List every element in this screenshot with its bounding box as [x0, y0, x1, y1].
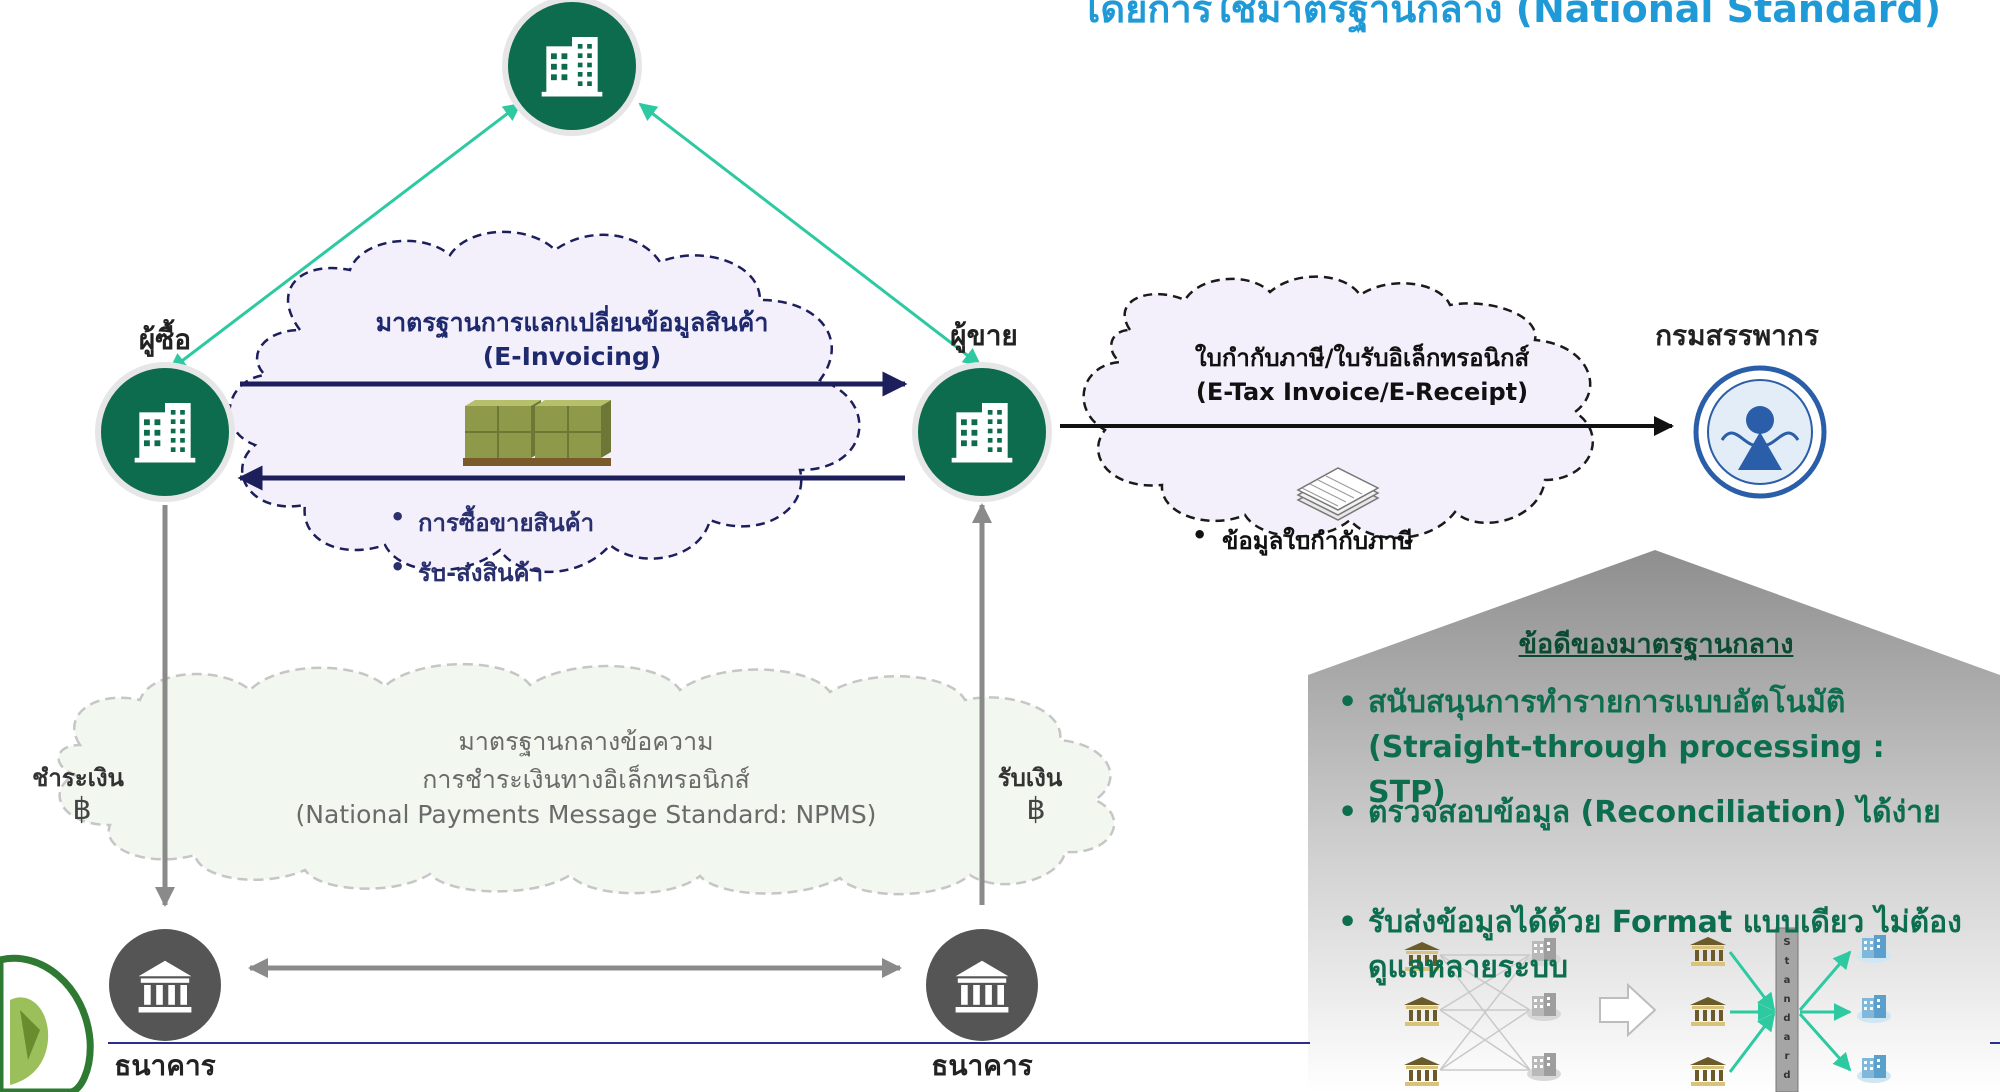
arrow-top-to-buyer: [168, 102, 522, 372]
top-company-node: [502, 0, 642, 136]
arrow-top-to-seller: [638, 102, 982, 367]
npms-line-3: (National Payments Message Standard: NPM…: [295, 800, 877, 829]
npms-line-2: การชำระเงินทางอิเล็กทรอนิกส์: [422, 765, 750, 794]
standard-letter: a: [1784, 975, 1791, 986]
revenue-department-label: กรมสรรพากร: [1655, 319, 1819, 352]
standard-letter: a: [1784, 1032, 1791, 1043]
etax-subtitle: (E-Tax Invoice/E-Receipt): [1195, 378, 1529, 406]
svg-text:Standard: Standard: [1783, 937, 1790, 1081]
bullet-dot: •: [1192, 521, 1208, 549]
bullet-dot: •: [390, 503, 406, 531]
etax-cloud: [1082, 275, 1595, 539]
advantage-item-1: • สนับสนุนการทำรายการแบบอัตโนมัติ (Strai…: [1338, 680, 1968, 815]
advantage-item-3-text: รับส่งข้อมูลได้ด้วย Format แบบเดียว ไม่ต…: [1368, 905, 1962, 985]
bank-left-node: [109, 929, 221, 1041]
standard-letter: d: [1783, 1013, 1790, 1024]
bank-right-node: [926, 929, 1038, 1041]
standard-letter: r: [1785, 1051, 1790, 1062]
standard-letter: t: [1785, 956, 1790, 967]
einvoicing-title: มาตรฐานการแลกเปลี่ยนข้อมูลสินค้า: [375, 308, 769, 337]
einvoicing-bullet-2: • รับ-ส่งสินค้า: [390, 553, 544, 592]
einvoicing-bullet-1-text: การซื้อขายสินค้า: [418, 509, 595, 537]
bank-right-label: ธนาคาร: [931, 1049, 1033, 1082]
bullet-dot: •: [1338, 905, 1358, 940]
bank-left-label: ธนาคาร: [114, 1049, 216, 1082]
pay-label: ชำระเงิน: [32, 764, 124, 792]
advantages-title: ข้อดีของมาตรฐานกลาง: [1518, 629, 1794, 660]
buyer-company-node: [95, 362, 235, 502]
seller-label: ผู้ขาย: [950, 319, 1018, 352]
etax-bullet-1: • ข้อมูลใบกำกับภาษี: [1192, 521, 1414, 560]
pay-baht-icon: ฿: [72, 792, 92, 827]
page-title: โดยการใช้มาตรฐานกลาง (National Standard): [1080, 0, 1942, 31]
einvoicing-bullet-2-text: รับ-ส่งสินค้า: [418, 559, 544, 587]
ministry-logo: [0, 954, 94, 1092]
payment-cloud: [57, 662, 1116, 896]
receive-label: รับเงิน: [997, 764, 1063, 792]
etax-title: ใบกำกับภาษี/ใบรับอิเล็กทรอนิกส์: [1194, 344, 1530, 372]
advantage-item-3: • รับส่งข้อมูลได้ด้วย Format แบบเดียว ไม…: [1338, 900, 1968, 990]
advantages-panel-shape: [1308, 550, 2000, 1092]
bullet-dot: •: [390, 553, 406, 581]
advantage-item-2: • ตรวจสอบข้อมูล (Reconciliation) ได้ง่าย: [1338, 790, 1968, 835]
einvoicing-bullet-1: • การซื้อขายสินค้า: [390, 503, 595, 542]
seller-company-node: [912, 362, 1052, 502]
npms-line-1: มาตรฐานกลางข้อความ: [458, 727, 714, 756]
receive-baht-icon: ฿: [1026, 792, 1046, 827]
standard-bar: [1775, 927, 1799, 1092]
pallet-boxes-icon: [463, 400, 611, 466]
buyer-label: ผู้ซื้อ: [138, 323, 192, 356]
einvoicing-subtitle: (E-Invoicing): [482, 342, 662, 371]
standard-letter: S: [1783, 937, 1790, 948]
bullet-dot: •: [1338, 685, 1358, 720]
standard-letter: n: [1783, 994, 1790, 1005]
revenue-department-seal: [1693, 365, 1827, 499]
advantage-item-1-text: สนับสนุนการทำรายการแบบอัตโนมัติ (Straigh…: [1368, 685, 1885, 810]
bullet-dot: •: [1338, 795, 1358, 830]
standard-letter: d: [1783, 1070, 1790, 1081]
etax-bullet-1-text: ข้อมูลใบกำกับภาษี: [1222, 527, 1414, 555]
paper-stack-icon: [1296, 467, 1380, 521]
advantage-item-2-text: ตรวจสอบข้อมูล (Reconciliation) ได้ง่าย: [1368, 795, 1941, 830]
